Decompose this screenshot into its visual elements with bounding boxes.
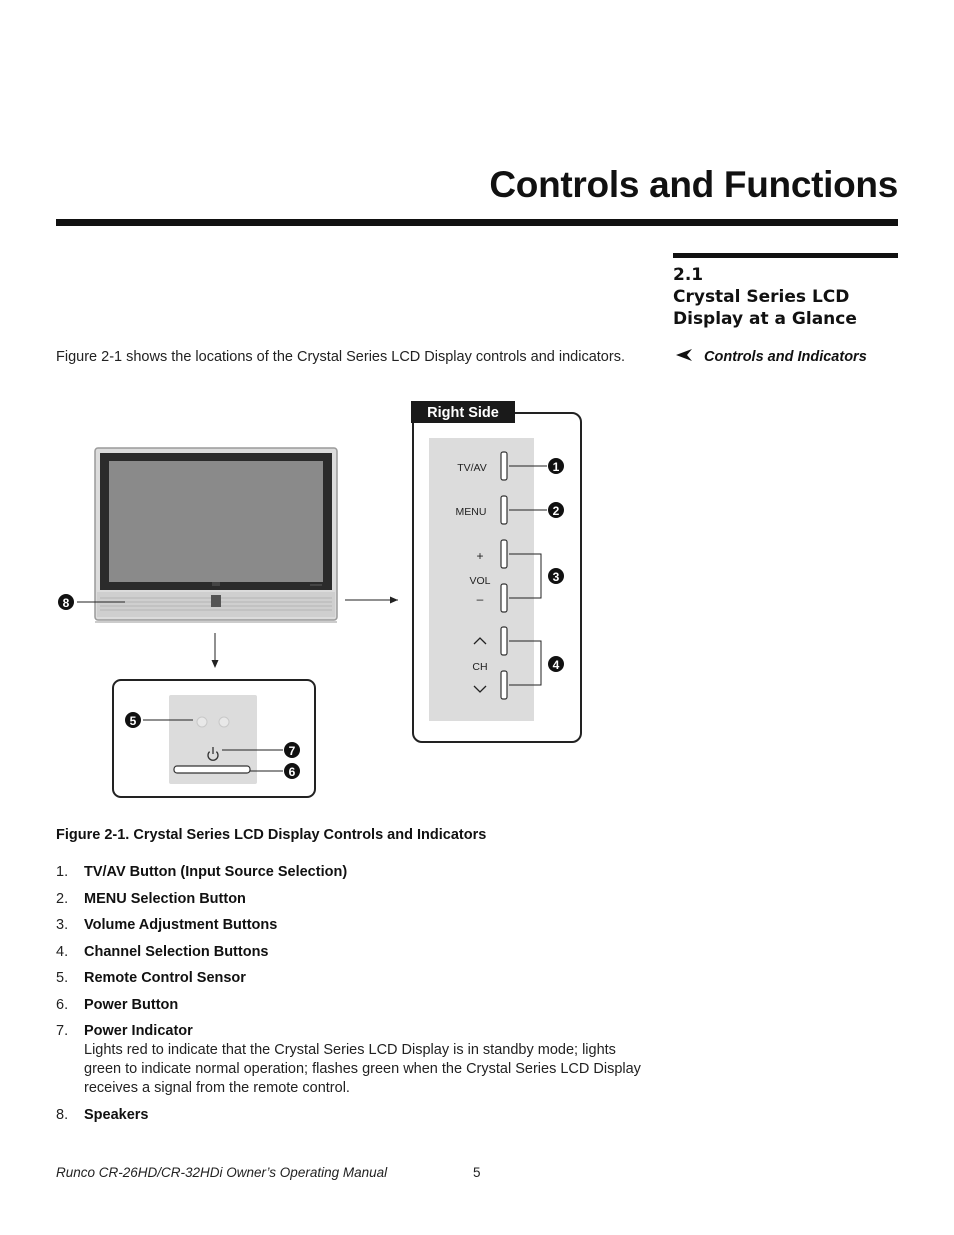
- svg-text:2: 2: [553, 504, 560, 518]
- tvav-button: TV/AV: [457, 451, 508, 481]
- callout-1: 1: [509, 458, 564, 474]
- svg-text:1: 1: [553, 460, 560, 474]
- footer-manual-title: Runco CR-26HD/CR-32HDi Owner’s Operating…: [56, 1165, 388, 1180]
- svg-text:MENU: MENU: [456, 506, 487, 518]
- svg-text:VOL: VOL: [469, 575, 490, 587]
- front-panel-detail: 5 7 6: [112, 679, 316, 798]
- svg-text:7: 7: [289, 744, 296, 758]
- power-icon: [207, 747, 219, 761]
- section-title-line2: Display at a Glance: [673, 309, 857, 329]
- power-indicator-description: Lights red to indicate that the Crystal …: [84, 1042, 641, 1096]
- list-item: 1. TV/AV Button (Input Source Selection): [56, 864, 348, 880]
- figure-2-1: 8 Right Side TV/AV MENU + VOL – CH: [58, 401, 582, 798]
- controls-list: 1. TV/AV Button (Input Source Selection)…: [56, 863, 656, 1132]
- section-rule: [673, 253, 898, 258]
- power-button-bar: [173, 765, 251, 774]
- list-item: 5. Remote Control Sensor: [56, 970, 246, 986]
- list-item: 2. MENU Selection Button: [56, 890, 246, 907]
- callout-4: 4: [509, 640, 564, 686]
- menu-button: MENU: [456, 495, 508, 525]
- svg-text:CH: CH: [472, 661, 487, 673]
- callout-5: 5: [125, 712, 193, 728]
- svg-text:6: 6: [289, 765, 296, 779]
- right-side-panel: Right Side TV/AV MENU + VOL – CH 1: [411, 401, 582, 743]
- svg-text:4: 4: [553, 658, 560, 672]
- figure-caption: Figure 2-1. Crystal Series LCD Display C…: [56, 827, 487, 843]
- section-number: 2.1: [673, 265, 704, 285]
- svg-text:TV/AV: TV/AV: [457, 462, 487, 474]
- svg-text:–: –: [477, 592, 484, 606]
- list-item: 3. Volume Adjustment Buttons: [56, 917, 278, 933]
- side-heading: Controls and Indicators: [676, 349, 867, 365]
- channel-buttons: CH: [472, 626, 508, 700]
- callout-3: 3: [509, 553, 564, 599]
- page-number: 5: [473, 1165, 481, 1180]
- tv-illustration: [94, 447, 338, 623]
- chapter-title: Controls and Functions: [489, 164, 898, 205]
- svg-text:+: +: [476, 549, 483, 563]
- chapter-rule: [56, 219, 898, 226]
- remote-sensor: [196, 716, 208, 728]
- list-item: 6. Power Button: [56, 996, 179, 1013]
- section-title-line1: Crystal Series LCD: [673, 287, 850, 307]
- panel-label: Right Side: [427, 405, 499, 421]
- chevron-up-icon: [473, 637, 487, 645]
- callout-7: 7: [222, 742, 300, 758]
- list-item: 4. Channel Selection Buttons: [56, 943, 269, 960]
- svg-text:5: 5: [130, 714, 137, 728]
- chevron-down-icon: [473, 685, 487, 693]
- svg-text:8: 8: [63, 596, 70, 610]
- callout-8: 8: [58, 594, 125, 610]
- arrow-left-icon: [676, 349, 696, 365]
- volume-buttons: + VOL –: [469, 539, 508, 613]
- list-item: 7. Power Indicator Lights red to indicat…: [56, 1022, 656, 1098]
- callout-2: 2: [509, 502, 564, 518]
- section-heading: 2.1 Crystal Series LCD Display at a Glan…: [673, 264, 898, 330]
- callout-6: 6: [250, 763, 300, 779]
- svg-text:3: 3: [553, 570, 560, 584]
- intro-paragraph: Figure 2-1 shows the locations of the Cr…: [56, 349, 625, 365]
- list-item: 8. Speakers: [56, 1106, 149, 1123]
- side-heading-text: Controls and Indicators: [704, 349, 867, 365]
